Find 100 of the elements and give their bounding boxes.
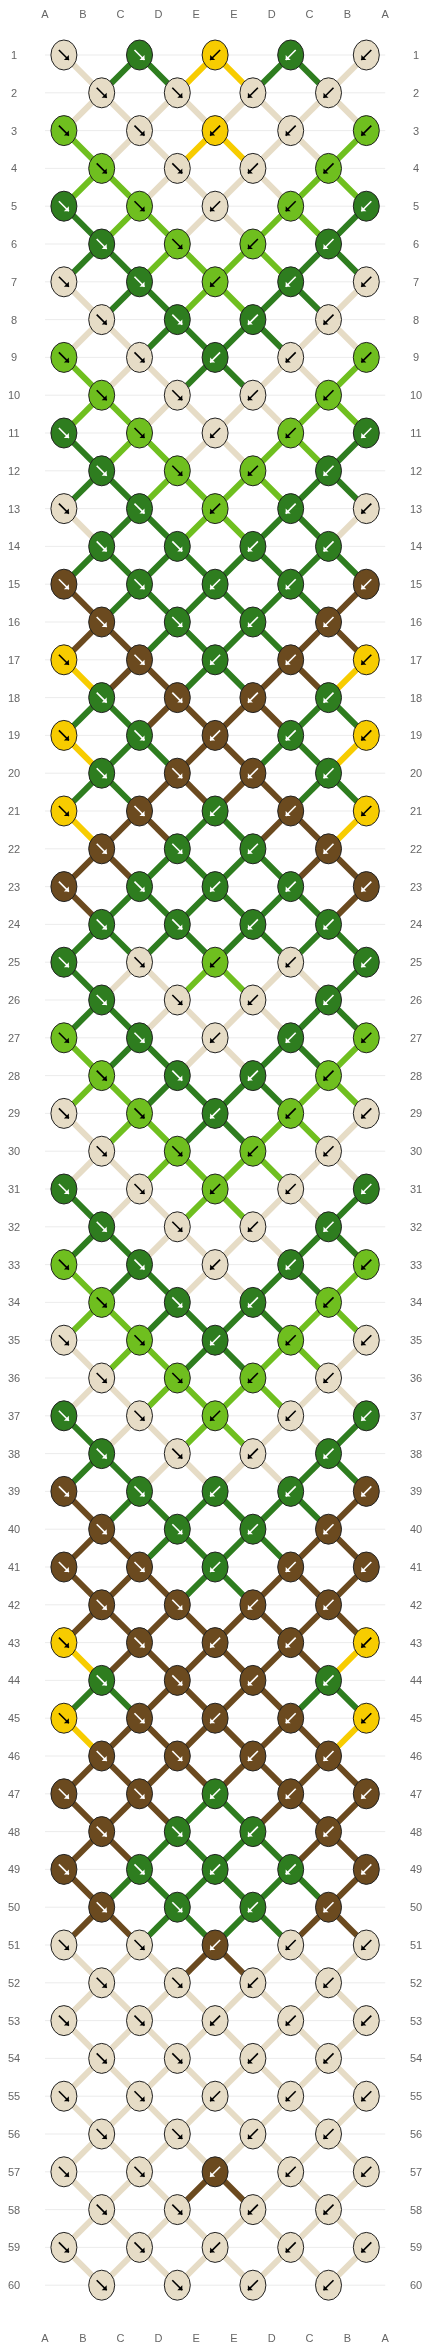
- row-number: 47: [7, 1788, 21, 1800]
- string-letter: A: [381, 8, 389, 20]
- row-number: 50: [7, 1901, 21, 1913]
- row-number: 53: [7, 2015, 21, 2027]
- row-number: 58: [409, 2204, 423, 2216]
- row-number: 56: [409, 2128, 423, 2140]
- row-number: 4: [10, 162, 18, 174]
- row-number: 35: [7, 1334, 21, 1346]
- string-letter: C: [305, 8, 314, 20]
- string-letter: A: [41, 8, 49, 20]
- string-letter: D: [267, 8, 276, 20]
- string-letter: B: [343, 8, 352, 20]
- row-number: 29: [7, 1107, 21, 1119]
- row-number: 6: [10, 238, 18, 250]
- row-number: 1: [10, 49, 18, 61]
- row-number: 9: [10, 351, 18, 363]
- row-number: 59: [7, 2241, 21, 2253]
- row-number: 48: [409, 1826, 423, 1838]
- row-number: 7: [412, 276, 420, 288]
- row-number: 36: [7, 1372, 21, 1384]
- row-number: 9: [412, 351, 420, 363]
- row-number: 8: [10, 314, 18, 326]
- row-number: 17: [409, 654, 423, 666]
- row-number: 25: [7, 956, 21, 968]
- row-number: 60: [409, 2279, 423, 2291]
- row-number: 15: [7, 578, 21, 590]
- row-number: 46: [409, 1750, 423, 1762]
- row-number: 10: [409, 389, 423, 401]
- row-number: 49: [409, 1863, 423, 1875]
- string-letter: D: [154, 2332, 163, 2344]
- string-letter: B: [343, 2332, 352, 2344]
- row-number: 43: [7, 1637, 21, 1649]
- row-number: 28: [409, 1070, 423, 1082]
- row-number: 31: [409, 1183, 423, 1195]
- row-number: 45: [7, 1712, 21, 1724]
- row-number: 34: [409, 1296, 423, 1308]
- string-letter: A: [41, 2332, 49, 2344]
- row-number: 11: [410, 427, 422, 439]
- row-number: 38: [409, 1448, 423, 1460]
- row-number: 42: [409, 1599, 423, 1611]
- row-number: 52: [409, 1977, 423, 1989]
- row-number: 58: [7, 2204, 21, 2216]
- row-number: 50: [409, 1901, 423, 1913]
- row-number: 29: [409, 1107, 423, 1119]
- row-number: 39: [409, 1485, 423, 1497]
- row-number: 5: [412, 200, 420, 212]
- row-number: 57: [7, 2166, 21, 2178]
- string-letter: D: [154, 8, 163, 20]
- row-number: 16: [7, 616, 21, 628]
- row-number: 10: [7, 389, 21, 401]
- row-number: 26: [7, 994, 21, 1006]
- row-number: 35: [409, 1334, 423, 1346]
- row-number: 49: [7, 1863, 21, 1875]
- row-number: 12: [409, 465, 423, 477]
- string-letter: B: [79, 8, 87, 20]
- string-letter: C: [116, 8, 125, 20]
- row-number: 13: [409, 503, 423, 515]
- row-number: 32: [409, 1221, 423, 1233]
- string-letter: D: [267, 2332, 276, 2344]
- row-number: 42: [7, 1599, 21, 1611]
- row-number: 15: [409, 578, 423, 590]
- row-number: 40: [409, 1523, 423, 1535]
- row-number: 41: [7, 1561, 21, 1573]
- row-number: 8: [412, 314, 420, 326]
- row-number: 18: [409, 692, 423, 704]
- row-number: 36: [409, 1372, 423, 1384]
- row-number: 17: [7, 654, 21, 666]
- row-number: 1: [412, 49, 420, 61]
- row-number: 3: [412, 125, 420, 137]
- string-letter: C: [305, 2332, 314, 2344]
- row-number: 40: [7, 1523, 21, 1535]
- row-number: 28: [7, 1070, 21, 1082]
- row-number: 23: [7, 881, 21, 893]
- row-number: 43: [409, 1637, 423, 1649]
- row-number: 7: [10, 276, 18, 288]
- row-number: 13: [7, 503, 21, 515]
- row-number: 3: [10, 125, 18, 137]
- row-number: 55: [7, 2090, 21, 2102]
- row-number: 51: [409, 1939, 423, 1951]
- row-number: 60: [7, 2279, 21, 2291]
- row-number: 24: [409, 918, 423, 930]
- row-number: 21: [7, 805, 21, 817]
- row-number: 20: [7, 767, 21, 779]
- row-number: 38: [7, 1448, 21, 1460]
- string-letter: E: [192, 2332, 200, 2344]
- row-number: 26: [409, 994, 423, 1006]
- row-number: 21: [409, 805, 423, 817]
- string-letter: C: [116, 2332, 125, 2344]
- string-letter: A: [381, 2332, 389, 2344]
- row-number: 59: [409, 2241, 423, 2253]
- row-number: 18: [7, 692, 21, 704]
- row-number: 22: [7, 843, 21, 855]
- row-number: 53: [409, 2015, 423, 2027]
- row-number: 37: [7, 1410, 21, 1422]
- row-number: 30: [7, 1145, 21, 1157]
- row-number: 16: [409, 616, 423, 628]
- row-number: 6: [412, 238, 420, 250]
- row-number: 14: [409, 540, 423, 552]
- row-number: 27: [409, 1032, 423, 1044]
- row-number: 20: [409, 767, 423, 779]
